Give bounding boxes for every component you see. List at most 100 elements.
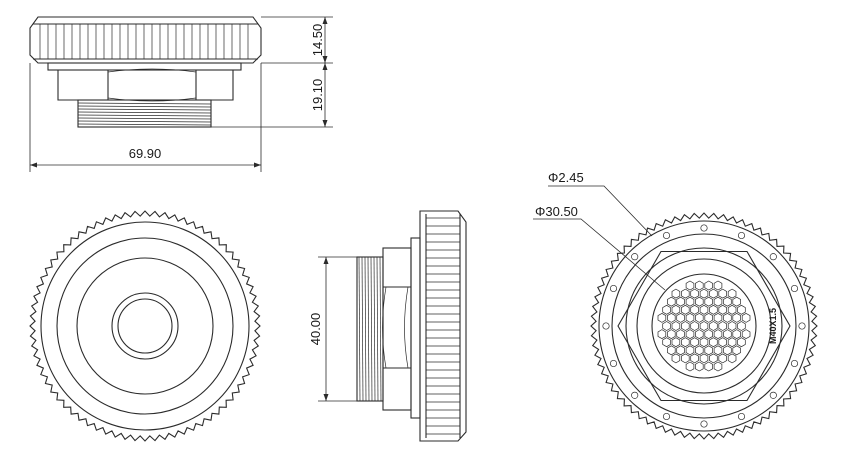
- vent-cell: [695, 280, 704, 291]
- vent-cell: [709, 337, 718, 348]
- vent-cell: [685, 312, 695, 323]
- vent-cell: [671, 288, 681, 299]
- vent-cell: [699, 353, 709, 364]
- thread-marking: M40X1.5: [768, 308, 778, 344]
- vent-cell: [713, 312, 723, 323]
- vent-cell: [704, 312, 713, 323]
- vent-cell: [709, 304, 718, 315]
- vent-cell: [685, 345, 695, 356]
- vent-cell: [727, 337, 737, 348]
- vent-cell: [657, 329, 667, 340]
- vent-cell: [704, 329, 713, 340]
- vent-cell: [737, 321, 746, 331]
- vent-cell: [709, 353, 718, 364]
- vent-cell: [685, 296, 695, 307]
- vent-cell: [741, 329, 751, 340]
- vent-cell: [681, 321, 690, 331]
- vent-cell: [713, 329, 723, 340]
- vent-cell: [671, 353, 681, 364]
- vent-cell: [723, 296, 732, 307]
- hole-diameter-label: Φ2.45: [548, 170, 584, 185]
- mounting-hole: [662, 231, 671, 240]
- vent-cell: [676, 345, 685, 356]
- vent-cell: [713, 361, 723, 372]
- vent-cell: [662, 321, 671, 331]
- mounting-hole: [609, 359, 618, 368]
- hex-nut: [617, 250, 791, 402]
- vent-cell: [676, 312, 685, 323]
- thread-diameter-label: 40.00: [308, 313, 323, 346]
- vent-cell: [685, 280, 695, 291]
- vent-cell: [704, 280, 713, 291]
- mounting-hole: [602, 322, 610, 330]
- body-height-label: 19.10: [310, 79, 325, 112]
- vent-cell: [695, 312, 704, 323]
- vent-cell: [690, 304, 699, 315]
- mounting-holes: [602, 224, 806, 428]
- vent-cell: [732, 296, 741, 307]
- vent-cell: [718, 353, 727, 364]
- vent-cell: [704, 345, 713, 356]
- grid-diameter-label: Φ30.50: [535, 204, 578, 219]
- vent-cell: [737, 337, 746, 348]
- vent-cell: [718, 304, 727, 315]
- mounting-hole: [662, 412, 671, 421]
- vent-cell: [732, 329, 741, 340]
- vent-cell: [667, 345, 676, 356]
- front-view: [29, 210, 261, 442]
- mounting-hole: [769, 391, 777, 399]
- vent-cell: [732, 345, 741, 356]
- vent-cell: [704, 361, 713, 372]
- knurled-rim: [590, 212, 818, 440]
- vent-cell: [727, 288, 737, 299]
- vent-cell: [695, 345, 704, 356]
- back-view: M40X1.5 Φ2.45 Φ30.50: [533, 170, 818, 440]
- rotated-side-view: 40.00: [308, 210, 467, 442]
- vent-cell: [699, 304, 709, 315]
- vent-cell: [676, 329, 685, 340]
- vent-cell: [662, 337, 671, 348]
- vent-cell: [695, 361, 704, 372]
- vent-cell: [727, 304, 737, 315]
- vent-cell: [699, 288, 709, 299]
- vent-cell: [662, 304, 671, 315]
- vent-grid: [657, 280, 751, 372]
- vent-cell: [685, 361, 695, 372]
- vent-cell: [681, 288, 690, 299]
- vent-cell: [667, 312, 676, 323]
- vent-cell: [690, 337, 699, 348]
- vent-cell: [690, 353, 699, 364]
- mounting-hole: [737, 231, 746, 240]
- cap-height-label: 14.50: [310, 24, 325, 57]
- vent-cell: [704, 296, 713, 307]
- mounting-hole: [769, 253, 777, 261]
- vent-cell: [741, 312, 751, 323]
- vent-cell: [681, 304, 690, 315]
- vent-cell: [713, 280, 723, 291]
- vent-cell: [695, 329, 704, 340]
- vent-cell: [690, 288, 699, 299]
- vent-cell: [671, 304, 681, 315]
- vent-cell: [671, 321, 681, 331]
- vent-cell: [727, 353, 737, 364]
- vent-cell: [671, 337, 681, 348]
- vent-cell: [681, 337, 690, 348]
- mounting-hole: [798, 322, 806, 330]
- vent-cell: [723, 312, 732, 323]
- vent-cell: [667, 329, 676, 340]
- mounting-hole: [700, 224, 708, 232]
- vent-cell: [732, 312, 741, 323]
- mounting-hole: [790, 359, 799, 368]
- vent-cell: [718, 288, 727, 299]
- mounting-hole: [737, 412, 746, 421]
- vent-cell: [723, 345, 732, 356]
- vent-cell: [695, 296, 704, 307]
- vent-cell: [699, 321, 709, 331]
- knurled-rim: [29, 210, 261, 442]
- vent-cell: [713, 296, 723, 307]
- vent-cell: [737, 304, 746, 315]
- vent-cell: [727, 321, 737, 331]
- mounting-hole: [609, 284, 618, 293]
- mounting-hole: [790, 284, 799, 293]
